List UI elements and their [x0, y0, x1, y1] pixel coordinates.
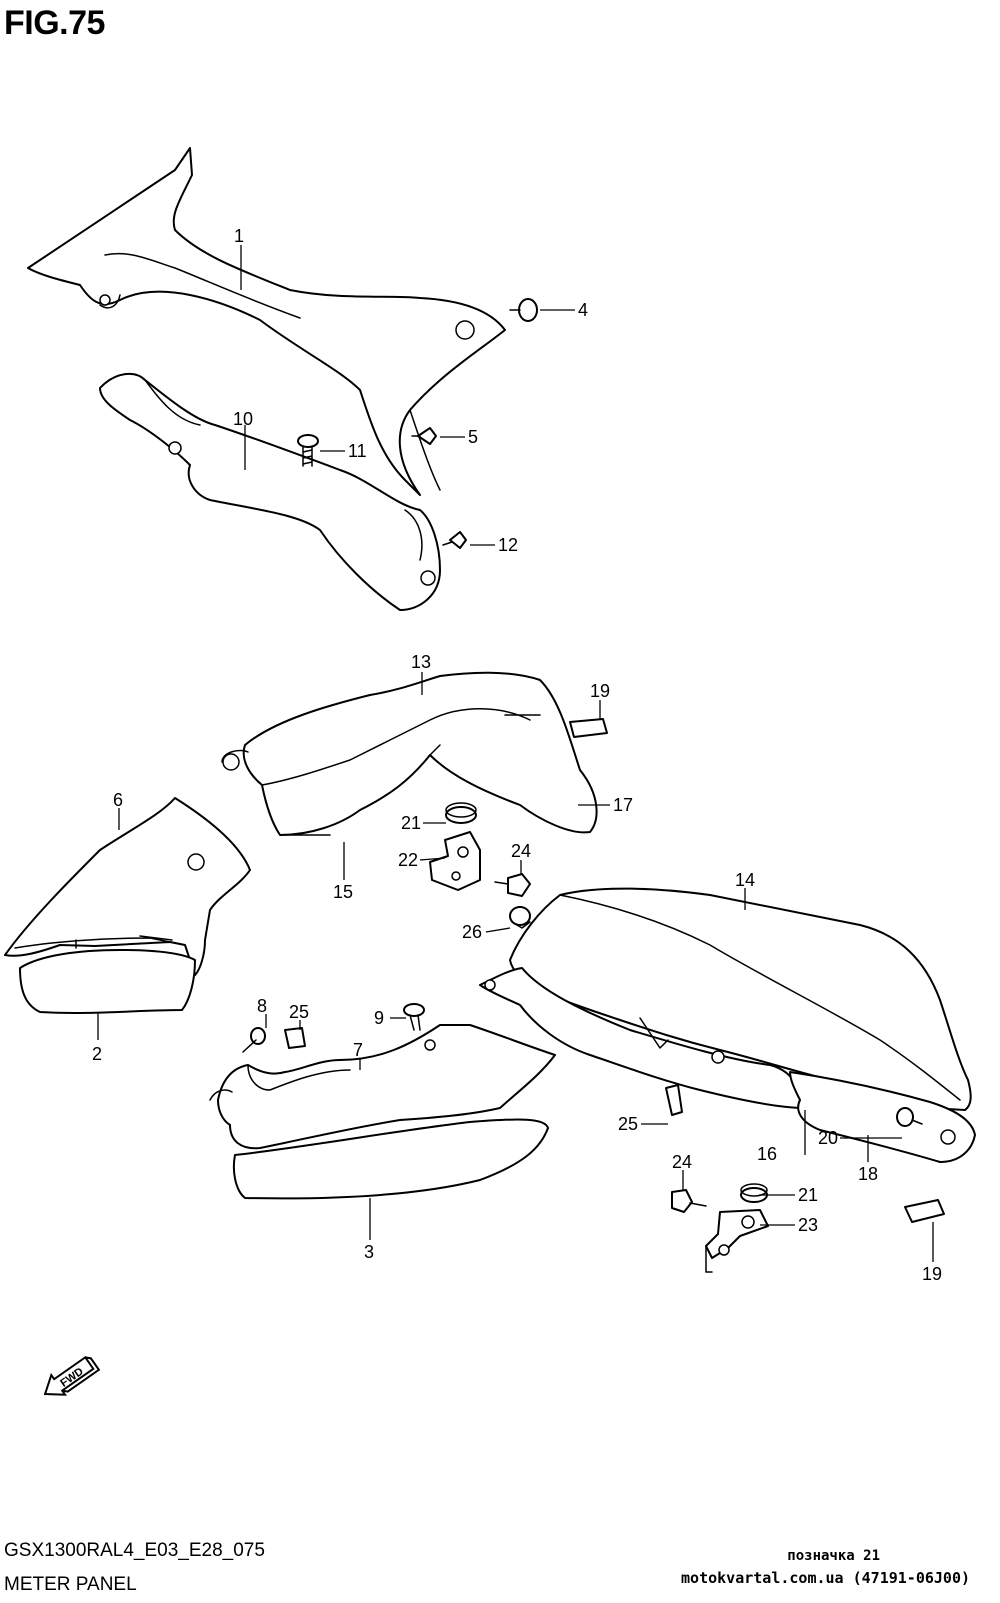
callout-9: 9	[374, 1008, 384, 1028]
part-19-cushion-lower	[904, 1199, 945, 1223]
callout-19b: 19	[922, 1264, 942, 1284]
callout-25: 25	[289, 1002, 309, 1022]
model-code: GSX1300RAL4_E03_E28_075	[4, 1540, 265, 1561]
callout-2: 2	[92, 1044, 102, 1064]
callout-5: 5	[468, 427, 478, 447]
callout-23: 23	[798, 1215, 818, 1235]
part-2-lower-cover	[19, 949, 196, 1014]
callout-7: 7	[353, 1040, 363, 1060]
watermark-line-2: motokvartal.com.ua (47191-06J00)	[681, 1569, 970, 1587]
callout-labels: 1 4 5 10 11 12 13 19 17 6 21 22 24 15 26…	[92, 226, 942, 1284]
figure-title: FIG.75	[4, 4, 105, 42]
callout-19: 19	[590, 681, 610, 701]
part-13-cowl-panel	[221, 671, 598, 836]
callout-15: 15	[333, 882, 353, 902]
callout-21b: 21	[798, 1185, 818, 1205]
part-9-screw	[403, 1003, 425, 1031]
callout-18: 18	[858, 1164, 878, 1184]
part-24-bolt-lower	[671, 1189, 707, 1213]
callout-6: 6	[113, 790, 123, 810]
callout-11: 11	[348, 441, 367, 461]
part-6-side-cover	[4, 797, 251, 976]
callout-8: 8	[257, 996, 267, 1016]
part-24-bolt	[494, 873, 531, 897]
part-21-grommet-lower	[740, 1183, 768, 1203]
callout-24: 24	[511, 841, 531, 861]
part-25-nut-lower	[665, 1084, 683, 1116]
part-25-nut	[284, 1027, 306, 1049]
callout-22: 22	[398, 850, 418, 870]
fwd-arrow-icon: FWD	[43, 1355, 101, 1396]
part-8-screw	[242, 1027, 266, 1053]
part-11-screw	[297, 434, 319, 467]
part-20-screw	[896, 1107, 923, 1127]
callout-1: 1	[234, 226, 244, 246]
callout-21: 21	[401, 813, 421, 833]
part-1-inner-cover	[27, 147, 506, 496]
callout-13: 13	[411, 652, 431, 672]
callout-17: 17	[613, 795, 633, 815]
callout-26: 26	[462, 922, 482, 942]
callout-12: 12	[498, 535, 518, 555]
callout-10: 10	[233, 409, 253, 429]
part-21-grommet	[445, 802, 477, 824]
part-23-bracket	[705, 1209, 769, 1273]
part-19-cushion	[569, 718, 608, 738]
callout-14: 14	[735, 870, 755, 890]
callout-25b: 25	[618, 1114, 638, 1134]
part-22-bracket	[429, 831, 481, 891]
part-7-under-cowl	[209, 1024, 556, 1159]
part-18-side-cowl	[789, 1071, 976, 1163]
part-10-inner-cover	[99, 372, 441, 611]
leader-lines	[97, 245, 934, 1262]
callout-16: 16	[757, 1144, 777, 1164]
callout-4: 4	[578, 300, 588, 320]
part-26-clip	[509, 906, 531, 929]
part-14-main-cowl	[509, 887, 972, 1111]
callout-24b: 24	[672, 1152, 692, 1172]
section-name: METER PANEL	[4, 1574, 137, 1595]
part-3-lower-panel	[232, 1118, 549, 1200]
watermark-line-1: позначка 21	[787, 1548, 880, 1564]
part-12-rivet	[442, 531, 467, 549]
part-4-grommet	[509, 298, 538, 322]
part-5-rivet	[411, 427, 437, 445]
callout-3: 3	[364, 1242, 374, 1262]
callout-20: 20	[818, 1128, 838, 1148]
